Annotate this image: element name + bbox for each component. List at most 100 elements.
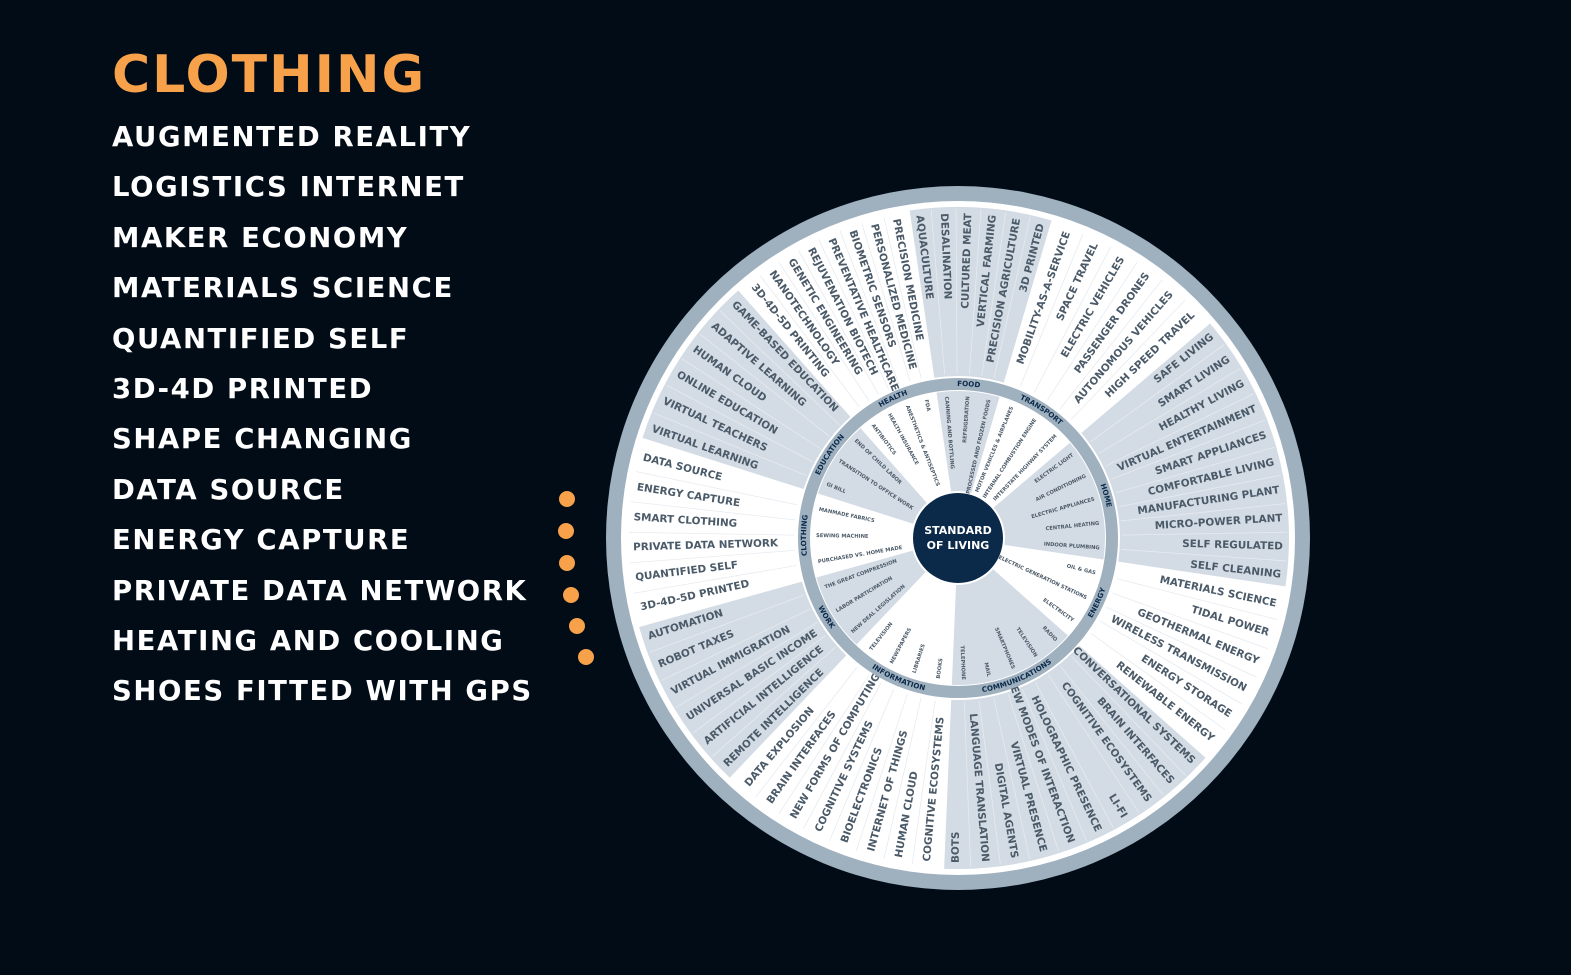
segment-divider bbox=[633, 565, 797, 594]
segment-divider bbox=[969, 209, 982, 375]
outer-segment bbox=[1006, 222, 1206, 431]
segment-divider bbox=[1090, 344, 1225, 442]
segment-divider bbox=[1099, 620, 1243, 705]
segment-divider bbox=[1118, 474, 1282, 508]
segment-divider bbox=[1033, 246, 1112, 393]
outer-segment bbox=[909, 207, 1052, 383]
segment-divider bbox=[629, 549, 795, 564]
list-item: AUGMENTED REALITY bbox=[112, 121, 472, 153]
dot-icon bbox=[563, 587, 579, 603]
inner-segment bbox=[816, 550, 926, 645]
wheel-inner-label: FDA bbox=[923, 399, 932, 412]
segment-divider bbox=[993, 697, 1031, 860]
list-item: HEATING AND COOLING bbox=[112, 624, 505, 657]
segment-divider bbox=[692, 634, 827, 734]
segment-divider bbox=[1060, 665, 1164, 796]
segment-divider bbox=[1105, 393, 1254, 467]
segment-divider bbox=[1035, 682, 1114, 829]
segment-divider bbox=[681, 358, 821, 450]
segment-divider bbox=[699, 333, 830, 437]
inner-segment bbox=[993, 545, 1103, 634]
segment-divider bbox=[666, 384, 813, 463]
segment-divider bbox=[839, 230, 900, 386]
wheel-inner-label: CENTRAL HEATING bbox=[1045, 521, 1099, 533]
list-item: PRIVATE DATA NETWORK bbox=[112, 574, 528, 607]
wheel-ring-label: FOOD bbox=[957, 379, 981, 390]
wheel-outer-label: CULTURED MEAT bbox=[959, 212, 974, 309]
segment-divider bbox=[1121, 503, 1286, 522]
segment-divider bbox=[829, 688, 895, 842]
segment-divider bbox=[963, 701, 972, 867]
dot-icon bbox=[569, 618, 585, 634]
segment-divider bbox=[993, 216, 1031, 379]
outer-segment bbox=[639, 581, 847, 778]
list-item: ENERGY CAPTURE bbox=[112, 524, 411, 557]
wheel-outer-label: BOTS bbox=[950, 832, 962, 863]
segment-divider bbox=[1007, 694, 1059, 852]
list-item: MAKER ECONOMY bbox=[112, 221, 409, 254]
inner-segment bbox=[817, 428, 927, 524]
segment-divider bbox=[635, 471, 798, 506]
dot-icon bbox=[578, 649, 594, 665]
list-item: QUANTIFIED SELF bbox=[112, 322, 410, 355]
inner-segment bbox=[862, 393, 951, 503]
segment-divider bbox=[883, 217, 922, 379]
segment-divider bbox=[629, 531, 795, 536]
list-item: SHOES FITTED WITH GPS bbox=[112, 675, 533, 708]
inner-segment bbox=[951, 569, 1068, 685]
segment-divider bbox=[1019, 233, 1084, 387]
center-label-line2: OF LIVING bbox=[927, 539, 990, 552]
segment-divider bbox=[1106, 606, 1257, 678]
segment-divider bbox=[1091, 633, 1226, 731]
segment-divider bbox=[1110, 419, 1266, 480]
wheel-outer-label: DESALINATION bbox=[938, 213, 954, 300]
segment-divider bbox=[955, 209, 958, 375]
segment-divider bbox=[675, 622, 818, 708]
outer-segment bbox=[1081, 565, 1285, 753]
segment-divider bbox=[661, 608, 811, 681]
category-title: CLOTHING bbox=[112, 45, 427, 105]
dot-icon bbox=[558, 523, 574, 539]
dot-icon bbox=[559, 491, 575, 507]
segment-divider bbox=[1047, 674, 1140, 813]
segment-divider bbox=[778, 261, 870, 401]
segment-divider bbox=[818, 239, 890, 390]
wheel-inner-label: MAIL bbox=[982, 662, 991, 678]
segment-divider bbox=[759, 275, 860, 408]
segment-divider bbox=[883, 697, 922, 859]
segment-divider bbox=[1115, 446, 1275, 494]
wheel-inner-label: TELEPHONE bbox=[959, 645, 966, 680]
segment-divider bbox=[711, 646, 836, 758]
list-item: MATERIALS SCIENCE bbox=[112, 272, 454, 305]
technology-list: AUGMENTED REALITY LOGISTICS INTERNET MAKER… bbox=[112, 120, 533, 725]
wheel-inner-label: CANNING AND BOTTLING bbox=[943, 396, 955, 469]
list-item: LOGISTICS INTERNET bbox=[112, 171, 465, 204]
segment-divider bbox=[1112, 592, 1268, 650]
segment-divider bbox=[1121, 531, 1287, 536]
segment-divider bbox=[1070, 299, 1186, 420]
inner-segment bbox=[811, 496, 913, 575]
left-panel: CLOTHING AUGMENTED REALITY LOGISTICS INTE… bbox=[112, 44, 533, 725]
list-item: DATA SOURCE bbox=[112, 473, 345, 506]
outer-segment bbox=[944, 645, 1206, 869]
inner-segment bbox=[972, 397, 1068, 507]
outer-segment bbox=[642, 290, 851, 490]
segment-divider bbox=[861, 223, 911, 382]
center-label-line1: STANDARD bbox=[924, 524, 992, 537]
wheel-inner-label: SEWING MACHINE bbox=[816, 533, 869, 540]
segment-divider bbox=[978, 700, 1001, 865]
inner-segment bbox=[993, 442, 1105, 560]
wheel-outer-label: PRIVATE DATA NETWORK bbox=[633, 537, 779, 553]
outer-segment bbox=[1081, 323, 1289, 587]
wheel-inner-label: INDOOR PLUMBING bbox=[1044, 542, 1100, 552]
outer-segment bbox=[743, 211, 931, 415]
segment-divider bbox=[798, 250, 879, 395]
segment-divider bbox=[778, 675, 870, 815]
outer-segment bbox=[627, 444, 803, 621]
segment-divider bbox=[1071, 656, 1187, 776]
segment-divider bbox=[803, 682, 882, 829]
